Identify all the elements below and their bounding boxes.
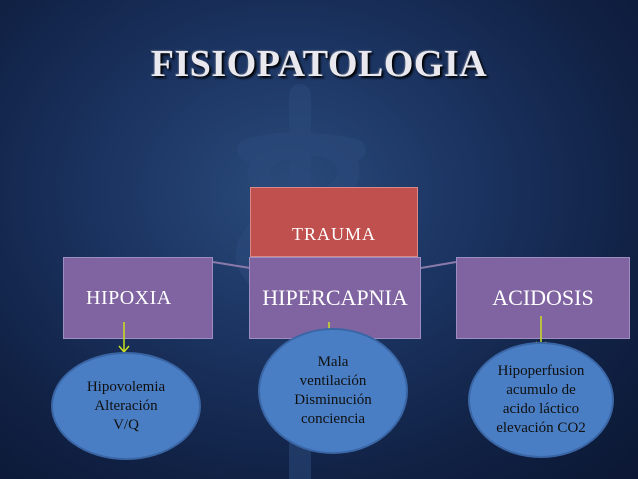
acidosis-detail-ellipse: Hipoperfusion acumulo de acido láctico e…: [468, 342, 614, 458]
detail-line: acumulo de: [506, 382, 576, 398]
detail-line: elevación CO2: [496, 420, 586, 436]
arrow-down-icon: [118, 322, 130, 354]
hipoxia-detail-ellipse: Hipovolemia Alteración V/Q: [51, 352, 201, 460]
detail-line: Hipoperfusion: [497, 363, 585, 379]
hipercapnia-detail-ellipse: Mala ventilación Disminución conciencia: [258, 328, 408, 454]
trauma-box: TRAUMA: [250, 187, 418, 257]
detail-line: V/Q: [113, 416, 139, 433]
detail-line: Disminución: [294, 392, 372, 408]
detail-line: Alteración: [94, 397, 158, 414]
detail-line: acido láctico: [502, 401, 580, 417]
acidosis-box: ACIDOSIS: [456, 257, 630, 339]
page-title: FISIOPATOLOGIA: [150, 43, 488, 85]
detail-line: conciencia: [300, 411, 366, 427]
detail-line: ventilación: [299, 373, 367, 389]
detail-line: Mala: [317, 354, 349, 370]
hipercapnia-box: HIPERCAPNIA: [249, 257, 421, 339]
detail-line: Hipovolemia: [86, 378, 166, 395]
hipoxia-box: HIPOXIA: [63, 257, 213, 339]
